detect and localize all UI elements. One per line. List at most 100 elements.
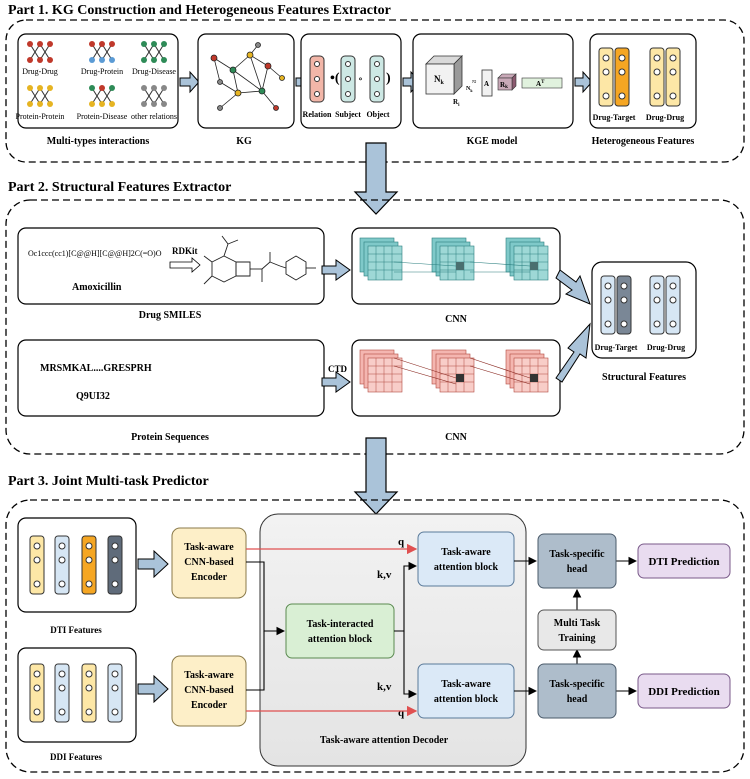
other-relations-icon — [141, 85, 167, 107]
drug-disease-icon — [141, 41, 167, 63]
hetero-label-dt: Drug-Target — [593, 113, 636, 122]
interaction-label-3: Protein-Protein — [16, 112, 65, 121]
arrow-dti-to-encoder — [137, 549, 169, 579]
kge-rk-sub: k — [505, 85, 508, 90]
task-head-bottom — [537, 663, 617, 719]
head-top-line-1: head — [567, 564, 588, 575]
kg-box — [197, 33, 295, 129]
encoder-top-line-2: Encoder — [191, 572, 228, 583]
svg-text:AT: AT — [536, 80, 545, 88]
attn-bottom-line-0: Task-aware — [441, 679, 491, 690]
ddi-features-box — [17, 647, 137, 743]
dti-prediction-box — [637, 543, 731, 579]
arrow-cnn-bottom-to-struct — [555, 322, 591, 383]
ddi-prediction-box — [637, 673, 731, 709]
encoder-bottom-line-0: Task-aware — [184, 670, 234, 681]
arrow-ddi-to-encoder — [137, 674, 169, 704]
encoder-bottom — [171, 655, 247, 727]
svg-text:): ) — [386, 71, 391, 86]
interactions-label: Multi-types interactions — [47, 136, 150, 147]
down-arrow-1 — [353, 142, 399, 215]
hetero-title: Heterogeneous Features — [592, 136, 695, 147]
kge-at: A — [536, 80, 541, 88]
q-top-label: q — [398, 536, 405, 548]
kge-label: KGE model — [467, 136, 518, 147]
arrow-to-hetero — [574, 70, 593, 94]
struct-label-dd: Drug-Drug — [647, 343, 685, 352]
interaction-label-1: Drug-Protein — [81, 67, 123, 76]
head-top-line-0: Task-specific — [549, 549, 605, 560]
interaction-label-4: Protein-Disease — [77, 112, 128, 121]
arrow-to-kg — [179, 70, 200, 94]
q-bottom-label: q — [398, 707, 405, 719]
drug-name: Amoxicillin — [72, 282, 122, 293]
kge-tensor-graphic: Nk Ri Nk ≈ A Rk AT — [425, 55, 563, 108]
molecule-structure — [203, 235, 316, 285]
drug-drug-icon — [27, 41, 53, 63]
multitask-line-1: Training — [558, 633, 595, 644]
part1-title: Part 1. KG Construction and Heterogeneou… — [8, 3, 391, 18]
attention-block-top — [417, 531, 515, 587]
hetero-label-dd: Drug-Drug — [646, 113, 684, 122]
kv-top-label: k,v — [377, 569, 392, 581]
protein-disease-icon — [89, 85, 115, 107]
connector-interacted-to-attn-bottom — [403, 631, 418, 699]
svg-text:Nk: Nk — [434, 74, 445, 86]
part2-title: Part 2. Structural Features Extractor — [8, 180, 231, 195]
dti-feature-vectors — [29, 535, 123, 595]
kge-nk-sub: k — [441, 80, 445, 86]
attn-top-line-1: attention block — [434, 562, 499, 573]
kge-nk: N — [434, 74, 441, 84]
head-bottom-line-1: head — [567, 694, 588, 705]
multitask-box — [537, 609, 617, 651]
arrow-to-cnn-bottom — [321, 371, 351, 393]
struct-vectors — [600, 275, 681, 335]
svg-text:•(: •( — [330, 71, 340, 86]
hetero-vectors — [598, 47, 681, 107]
dti-features-box — [17, 517, 137, 613]
interaction-label-0: Drug-Drug — [22, 67, 58, 76]
cnn-top-label: CNN — [445, 314, 467, 325]
ddi-features-label: DDI Features — [50, 752, 103, 762]
dti-features-label: DTI Features — [50, 625, 102, 635]
connector-encoder-bottom-to-interacted — [246, 631, 265, 691]
interacted-attention-block — [285, 603, 395, 659]
rdkit-label: RDKit — [172, 246, 198, 256]
svg-text:Ri: Ri — [453, 98, 460, 108]
interaction-label-5: other relations — [131, 112, 177, 121]
kge-ri-sub: i — [458, 103, 460, 108]
triple-label-relation: Relation — [303, 110, 332, 119]
triple-label-object: Object — [366, 110, 389, 119]
kge-nu-sub: k — [470, 88, 473, 93]
arrow-to-cnn-top — [321, 259, 351, 281]
arrow-cnn-top-to-struct — [555, 269, 591, 305]
protein-protein-icon — [27, 85, 53, 107]
interacted-line-0: Task-interacted — [307, 619, 374, 630]
protein-box — [17, 339, 325, 417]
connector-encoder-top-to-interacted — [246, 561, 286, 636]
protein-section-label: Protein Sequences — [131, 432, 209, 443]
drug-section-label: Drug SMILES — [139, 310, 202, 321]
cnn-top-grids — [359, 237, 549, 281]
interactions-box — [17, 33, 179, 129]
ctd-label: CTD — [328, 364, 348, 374]
multitask-line-0: Multi Task — [554, 618, 601, 629]
kge-nu: N — [466, 86, 471, 92]
decoder-label: Task-aware attention Decoder — [320, 735, 449, 746]
task-head-top — [537, 533, 617, 589]
attention-block-bottom — [417, 663, 515, 719]
kge-ri: R — [453, 98, 459, 106]
down-arrow-2 — [353, 437, 399, 515]
encoder-top — [171, 527, 247, 599]
triple-label-subject: Subject — [335, 110, 361, 119]
svg-text:Rk: Rk — [500, 81, 508, 90]
struct-label-dt: Drug-Target — [595, 343, 638, 352]
part3-frame — [5, 499, 745, 773]
ddi-prediction-label: DDI Prediction — [648, 686, 720, 698]
cnn-bottom-grids — [359, 349, 549, 393]
kge-rk: R — [500, 81, 506, 89]
kg-label: KG — [236, 136, 252, 147]
svg-text:Nk: Nk — [466, 86, 473, 93]
drug-protein-icon — [89, 41, 115, 63]
protein-seq: MRSMKAL....GRESPRH — [40, 363, 152, 374]
